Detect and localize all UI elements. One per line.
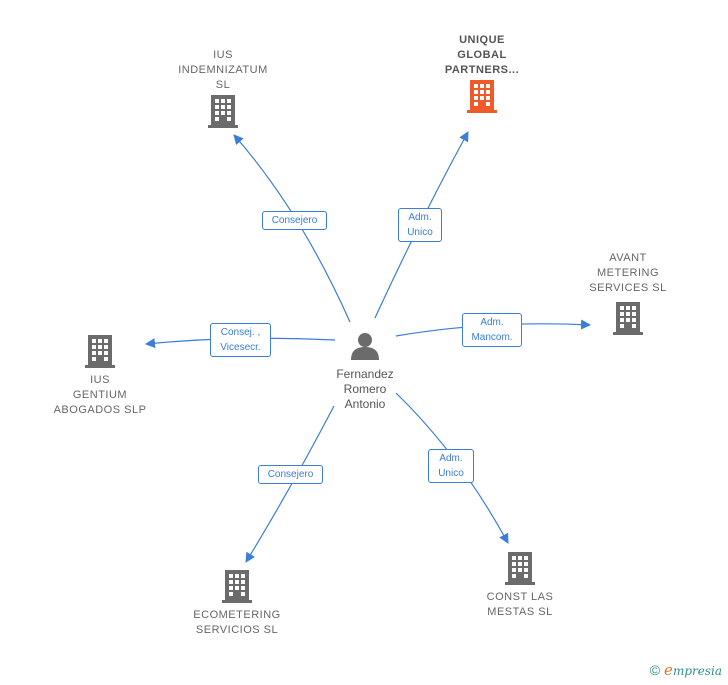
building-icon — [505, 552, 535, 585]
company-unique-global[interactable]: UNIQUE GLOBAL PARTNERS... — [422, 33, 542, 114]
company-name: UNIQUE GLOBAL PARTNERS... — [444, 34, 520, 76]
company-name: AVANT METERING SERVICES SL — [589, 252, 667, 294]
copyright-symbol: © — [649, 662, 661, 678]
building-icon — [222, 570, 252, 603]
company-avant-metering[interactable]: AVANT METERING SERVICES SL — [568, 251, 688, 336]
person-name: Fernandez Romero Antonio — [336, 367, 394, 411]
company-name: CONST LAS MESTAS SL — [486, 591, 554, 618]
building-icon — [467, 80, 497, 113]
building-icon — [613, 302, 643, 335]
person-icon — [351, 333, 379, 360]
company-name: IUS INDEMNIZATUM SL — [178, 49, 268, 91]
company-name: ECOMETERING SERVICIOS SL — [193, 609, 281, 636]
edge-ecometering — [245, 405, 335, 563]
role-label-ius-indemnizatum: Consejero — [262, 211, 327, 230]
company-ius-gentium[interactable]: IUS GENTIUM ABOGADOS SLP — [40, 333, 160, 418]
building-icon — [208, 95, 238, 128]
role-label-avant-metering: Adm. Mancom. — [462, 313, 522, 347]
company-const-las-mestas[interactable]: CONST LAS MESTAS SL — [460, 550, 580, 620]
brand-word: mpresia — [672, 664, 722, 678]
brand-initial: e — [664, 661, 673, 679]
brand-logo: ©empresia — [650, 661, 722, 679]
role-label-ecometering: Consejero — [258, 465, 323, 484]
company-ius-indemnizatum[interactable]: IUS INDEMNIZATUM SL — [163, 48, 283, 129]
role-label-const-las-mestas: Adm. Unico — [428, 449, 474, 483]
company-name: IUS GENTIUM ABOGADOS SLP — [53, 374, 147, 416]
company-ecometering[interactable]: ECOMETERING SERVICIOS SL — [177, 568, 297, 638]
building-icon — [85, 335, 115, 368]
role-label-unique-global: Adm. Unico — [398, 208, 442, 242]
person-node[interactable]: Fernandez Romero Antonio — [318, 331, 412, 412]
role-label-ius-gentium: Consej. , Vicesecr. — [210, 323, 271, 357]
